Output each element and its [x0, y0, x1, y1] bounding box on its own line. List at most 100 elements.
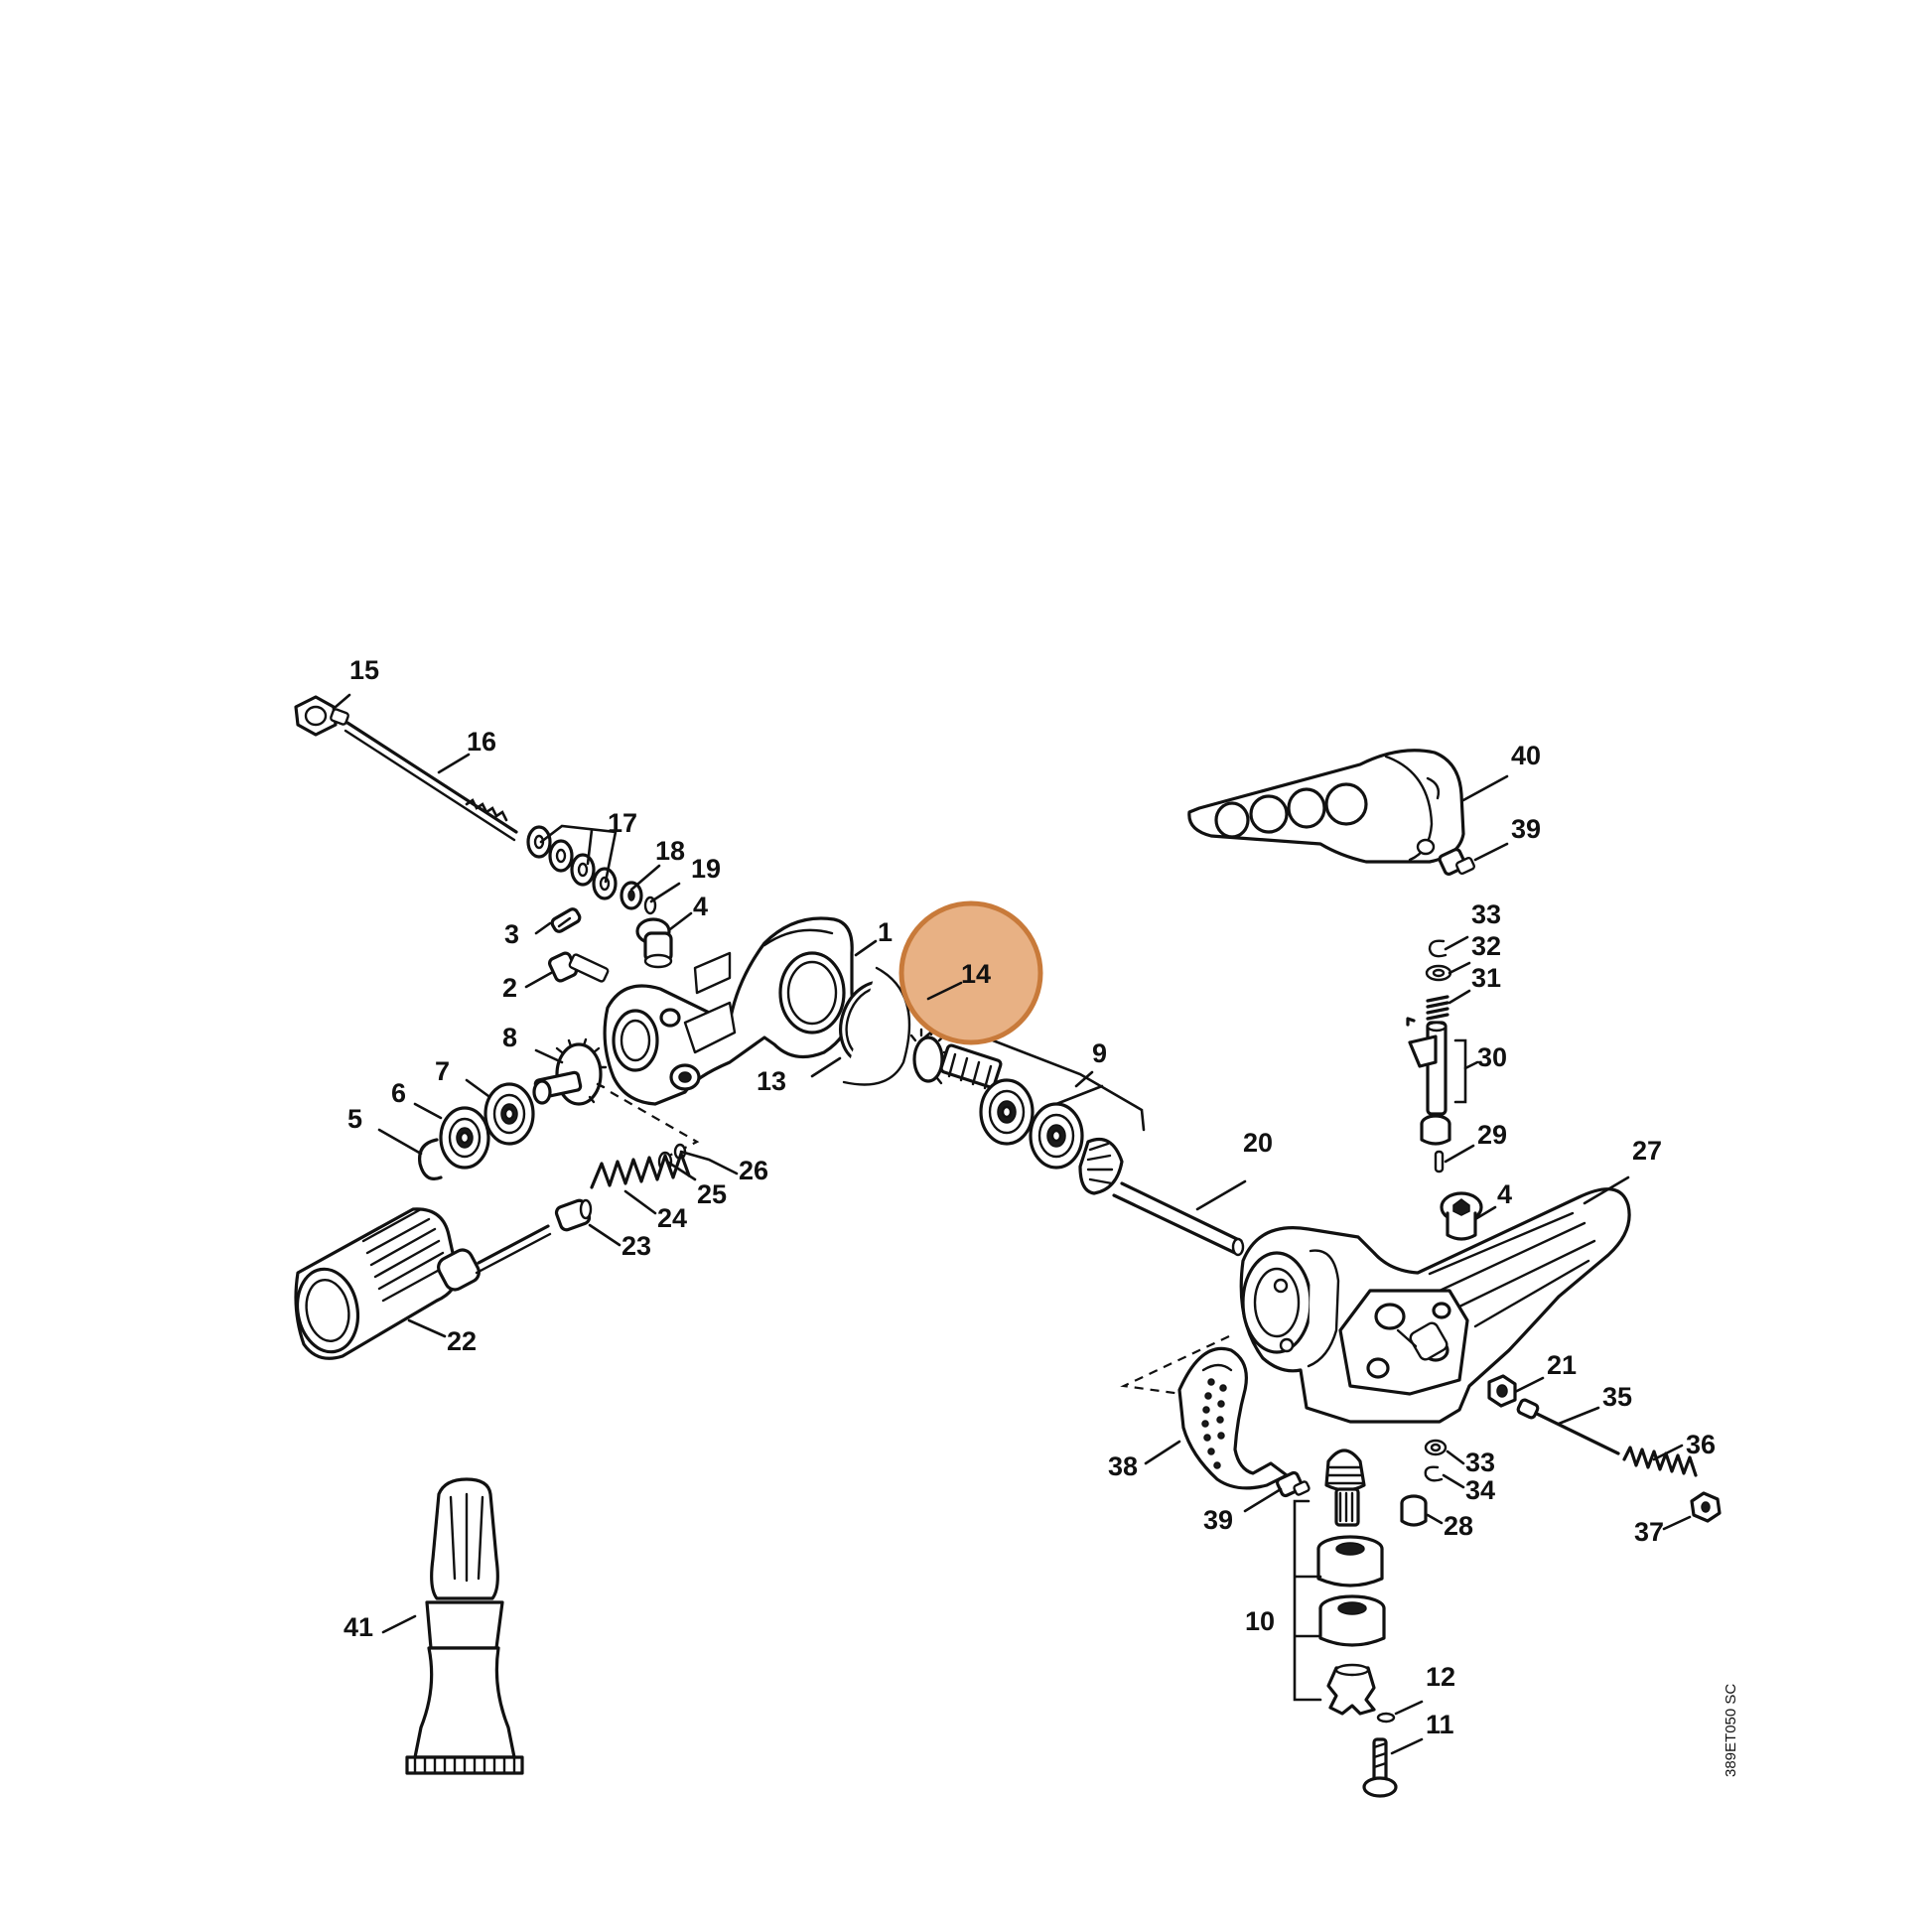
callout-30: 30: [1477, 1042, 1507, 1072]
part-40-lever: [1187, 749, 1465, 864]
callout-21: 21: [1547, 1350, 1577, 1380]
part-39-screw-bottom: [1275, 1470, 1311, 1498]
callout-33-top: 33: [1471, 899, 1501, 929]
part-10-spline-drive: [1326, 1663, 1376, 1716]
part-33-circlip: [1428, 939, 1448, 958]
callout-23: 23: [621, 1231, 651, 1261]
part-16-rod: [344, 721, 518, 842]
part-10-bearing-b: [1318, 1594, 1386, 1647]
callout-7: 7: [435, 1056, 450, 1086]
part-29-pin: [1434, 1150, 1445, 1173]
part-37-nut: [1690, 1491, 1722, 1523]
callout-1: 1: [878, 917, 893, 947]
callout-2: 2: [502, 973, 517, 1003]
part-30-bushing: [1420, 1114, 1451, 1146]
callout-18: 18: [655, 836, 685, 866]
part-23-sleeve: [554, 1198, 593, 1232]
callout-38: 38: [1108, 1451, 1138, 1481]
callout-40: 40: [1511, 741, 1541, 770]
callout-4-right: 4: [1497, 1179, 1512, 1209]
bracket-10: [1293, 1499, 1322, 1702]
assembly-dashed-line-left: [610, 1091, 700, 1158]
callout-9: 9: [1092, 1038, 1107, 1068]
part-9-bearing-b: [1029, 1102, 1084, 1170]
callout-6: 6: [391, 1078, 406, 1108]
part-15-nut: [294, 695, 349, 737]
part-10-bearing-a: [1316, 1535, 1384, 1587]
part-11-screw: [1362, 1737, 1398, 1798]
highlight-marker-14[interactable]: [898, 900, 1043, 1045]
part-6-bearing: [439, 1106, 490, 1170]
callout-15: 15: [349, 655, 379, 685]
callout-41: 41: [344, 1612, 373, 1642]
part-38-guard: [1177, 1346, 1289, 1490]
bracket-9: [991, 1038, 1146, 1132]
callout-24: 24: [657, 1203, 687, 1233]
part-7-bearing: [483, 1082, 535, 1146]
callout-31: 31: [1471, 963, 1501, 993]
callout-17: 17: [608, 808, 637, 838]
part-17-washers: [526, 825, 618, 900]
callout-12: 12: [1426, 1662, 1455, 1692]
part-5-circlip: [418, 1138, 443, 1180]
callout-28: 28: [1444, 1511, 1473, 1541]
callout-10: 10: [1245, 1606, 1275, 1636]
callout-27: 27: [1632, 1136, 1662, 1166]
part-31-spring: [1426, 995, 1449, 1021]
part-30-latch: [1406, 1017, 1448, 1116]
callout-5: 5: [347, 1104, 362, 1134]
callout-39-top: 39: [1511, 814, 1541, 844]
part-35-bolt: [1516, 1398, 1620, 1455]
callout-16: 16: [467, 727, 496, 757]
callout-39-bottom: 39: [1203, 1505, 1233, 1535]
callout-3: 3: [504, 919, 519, 949]
part-2-screw: [548, 951, 610, 983]
part-9-bearing-a: [979, 1078, 1035, 1146]
callout-36: 36: [1686, 1430, 1716, 1459]
callout-25: 25: [697, 1179, 727, 1209]
part-8-pinion: [532, 1037, 608, 1106]
leader-lines: [334, 693, 1692, 1755]
part-18-washer: [620, 881, 643, 910]
part-9-bevel-gear: [1078, 1137, 1124, 1195]
callout-4-left: 4: [693, 892, 708, 921]
part-27-housing: [1239, 1187, 1631, 1424]
callout-32: 32: [1471, 931, 1501, 961]
callout-11: 11: [1426, 1710, 1454, 1739]
callout-22: 22: [447, 1326, 477, 1356]
part-24-spring: [590, 1152, 691, 1189]
part-22-handle: [294, 1207, 552, 1360]
part-21-nut: [1487, 1374, 1517, 1408]
assembly-dashed-line-right: [1120, 1335, 1230, 1396]
callout-8: 8: [502, 1023, 517, 1052]
part-4-plug-screw: [635, 917, 673, 969]
callout-35: 35: [1602, 1382, 1632, 1412]
callout-37: 37: [1634, 1517, 1664, 1547]
part-34-washer: [1424, 1465, 1444, 1482]
leader-14: [926, 981, 963, 1001]
part-32-washer: [1425, 964, 1452, 982]
callout-34: 34: [1465, 1475, 1495, 1505]
part-41-grease-tube: [405, 1477, 524, 1775]
part-12-washer: [1376, 1712, 1396, 1724]
part-4-plug-right: [1440, 1191, 1483, 1241]
callout-13: 13: [757, 1066, 786, 1096]
callout-19: 19: [691, 854, 721, 884]
bracket-30: [1453, 1038, 1467, 1104]
callout-33-bottom: 33: [1465, 1448, 1495, 1477]
part-36-spring: [1622, 1446, 1698, 1477]
callout-14[interactable]: 14: [961, 959, 991, 989]
part-1-gear-housing: [603, 916, 855, 1106]
part-20-shaft: [1112, 1181, 1245, 1257]
part-39-screw-top: [1438, 848, 1475, 876]
part-10-bevel-gear: [1324, 1449, 1366, 1527]
part-13-circlip: [842, 966, 911, 1086]
part-33-washer-lower: [1424, 1439, 1448, 1456]
drawing-code: 389ET050 SC: [1723, 1684, 1739, 1777]
callout-20: 20: [1243, 1128, 1273, 1158]
part-28-sleeve: [1400, 1494, 1428, 1527]
part-3-set-screw: [550, 907, 582, 933]
callout-26: 26: [739, 1156, 768, 1185]
callout-29: 29: [1477, 1120, 1507, 1150]
